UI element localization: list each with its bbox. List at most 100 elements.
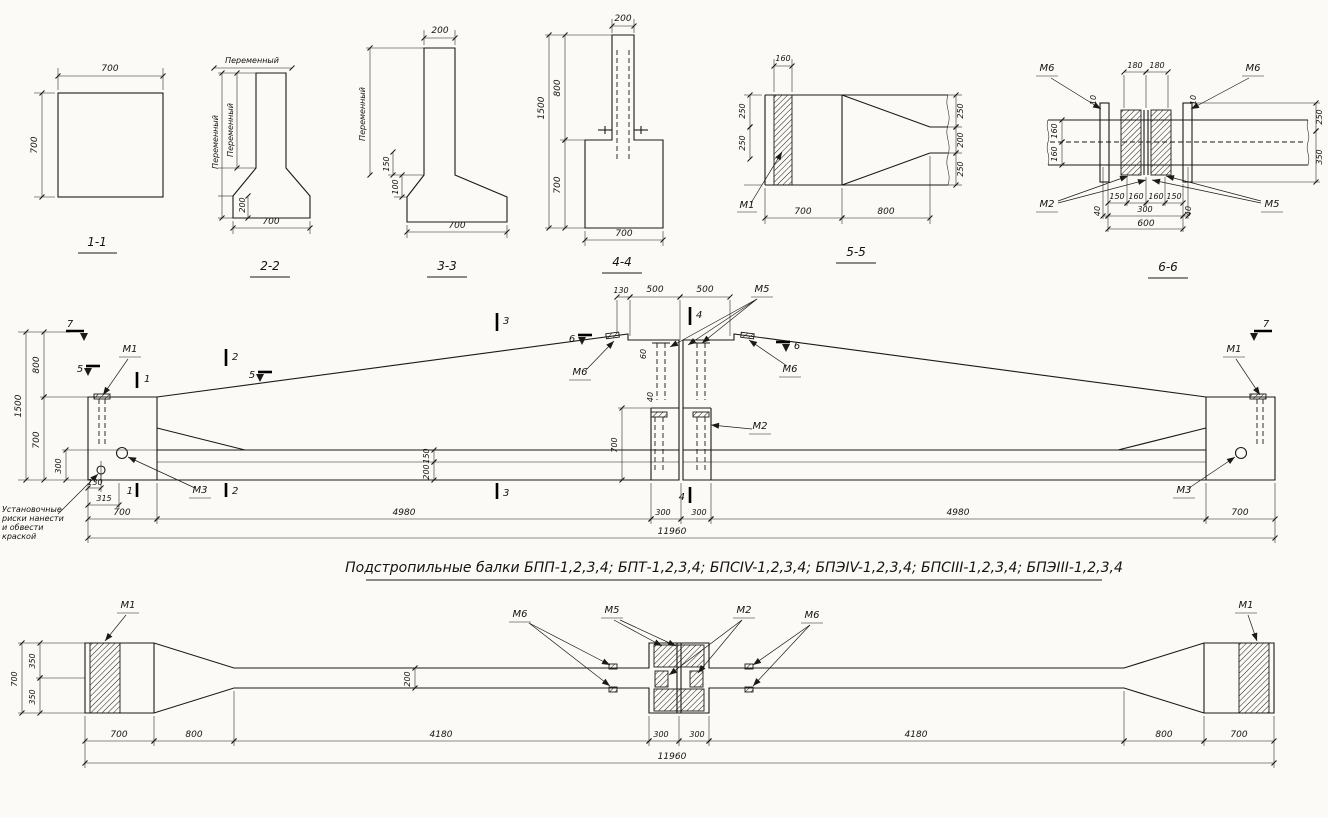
cut-mark-1-top: 1 xyxy=(144,374,150,385)
cut-mark-3-bottom: 3 xyxy=(503,488,509,499)
callout-elev-m5: М5 xyxy=(755,284,770,295)
dim-elev-300b: 300 xyxy=(691,508,706,517)
dim-s66-160d: 160 xyxy=(1148,192,1163,201)
note-line-2: риски нанести xyxy=(1,514,64,523)
dim-s66-40b: 40 xyxy=(1184,206,1193,216)
dim-plan-300b: 300 xyxy=(689,730,704,739)
plan-embed-m6-right-top xyxy=(744,663,754,670)
embed-m3-left xyxy=(115,446,129,460)
dim-s66-160a: 160 xyxy=(1050,123,1059,138)
callout-plan-m6-right: М6 xyxy=(805,610,820,621)
cover-plate-left xyxy=(1120,109,1142,176)
callout-s66-m6-right: М6 xyxy=(1246,63,1261,74)
dim-elev-500b: 500 xyxy=(696,285,713,295)
dim-elev-130: 130 xyxy=(613,286,628,295)
callout-elev-m1-left: М1 xyxy=(123,344,138,355)
plan-view: М1 М6 М5 М2 М6 М1 700 350 350 200 700 80… xyxy=(10,600,1277,768)
section-view-4-4: 200 1500 800 700 700 4-4 xyxy=(537,14,666,274)
dim-elev-700l: 700 xyxy=(113,508,130,518)
dim-s66-150b: 150 xyxy=(1166,192,1181,201)
dim-s33-100: 100 xyxy=(391,179,400,194)
dim-s44-bottom: 700 xyxy=(615,229,632,239)
plan-embed-m6-right-bottom xyxy=(744,686,754,693)
dim-elev-150: 150 xyxy=(422,448,431,463)
callout-elev-m3-right: М3 xyxy=(1177,485,1192,496)
dim-s55-160: 160 xyxy=(775,54,790,63)
dim-elev-4980l: 4980 xyxy=(393,508,416,518)
dim-s22-top-var: Переменный xyxy=(225,56,279,65)
cut-mark-1-bottom: 1 xyxy=(127,486,133,497)
dim-s66-180a: 180 xyxy=(1127,61,1142,70)
section-view-5-5: 160 250 250 250 200 250 М1 700 800 5-5 xyxy=(737,54,965,264)
callout-s55-m1: М1 xyxy=(740,200,755,211)
dim-elev-40: 40 xyxy=(646,392,655,402)
dim-plan-200: 200 xyxy=(403,671,412,686)
embed-m1-left xyxy=(93,393,111,400)
section-view-2-2: Переменный Переменный Переменный 200 700… xyxy=(211,56,313,278)
cut-mark-6b: 6 xyxy=(794,341,800,352)
vertical-plate-left xyxy=(1099,102,1110,183)
cut-mark-7-left: 7 xyxy=(67,319,74,330)
dim-plan-total: 11960 xyxy=(658,752,687,762)
drawing-title-block: Подстропильные балки БПП-1,2,3,4; БПТ-1,… xyxy=(345,560,1123,581)
dim-s33-var: Переменный xyxy=(358,87,367,141)
cover-plate-right xyxy=(1150,109,1172,176)
dim-elev-1500: 1500 xyxy=(14,394,24,417)
section-label-2-2: 2-2 xyxy=(260,259,280,273)
dim-plan-800l: 800 xyxy=(185,730,202,740)
dim-plan-4180r: 4180 xyxy=(905,730,928,740)
dim-elev-300a: 300 xyxy=(655,508,670,517)
dim-s66-160c: 160 xyxy=(1128,192,1143,201)
dim-s44-700: 700 xyxy=(553,176,563,193)
plan-embed-m5-top xyxy=(653,644,705,668)
callout-elev-m3-left: М3 xyxy=(193,485,208,496)
dim-elev-500a: 500 xyxy=(646,285,663,295)
callout-s66-m5: М5 xyxy=(1265,199,1280,210)
section-view-1-1: 700 700 1-1 xyxy=(30,64,166,254)
break-line xyxy=(946,94,950,186)
dim-plan-350a: 350 xyxy=(28,653,37,668)
cut-mark-2-bottom: 2 xyxy=(232,486,238,497)
dim-elev-130b: 130 xyxy=(87,478,102,487)
section-view-3-3: 200 Переменный 150 100 700 3-3 xyxy=(358,26,510,278)
dim-s22-200: 200 xyxy=(238,197,247,212)
dim-plan-700l: 700 xyxy=(110,730,127,740)
dim-s33-bottom: 700 xyxy=(448,221,465,231)
callout-plan-m6-left: М6 xyxy=(513,609,528,620)
dim-s55-700: 700 xyxy=(794,207,811,217)
cut-mark-4-bottom: 4 xyxy=(679,492,685,503)
dim-plan-700: 700 xyxy=(10,671,19,686)
dim-s66-250: 250 xyxy=(1315,109,1324,124)
callout-elev-m6-left: М6 xyxy=(573,367,588,378)
section-label-3-3: 3-3 xyxy=(437,259,457,273)
callout-plan-m5: М5 xyxy=(605,605,620,616)
dim-s66-10a: 10 xyxy=(1089,95,1098,105)
cut-mark-4-top: 4 xyxy=(696,310,702,321)
dim-s66-600: 600 xyxy=(1137,219,1154,229)
plan-embed-m6-left-bottom xyxy=(608,686,618,693)
embed-m2-left xyxy=(650,411,668,418)
embed-m6-left xyxy=(605,331,620,340)
plan-embed-m1-right xyxy=(1238,642,1270,714)
callout-plan-m1-left: М1 xyxy=(121,600,136,611)
plan-embed-m1-left xyxy=(89,642,121,714)
dim-plan-800r: 800 xyxy=(1155,730,1172,740)
embed-m3-right xyxy=(1234,446,1248,460)
plan-embed-bottom xyxy=(653,688,705,712)
dim-elev-c700: 700 xyxy=(610,437,619,452)
dim-s33-top: 200 xyxy=(431,26,448,36)
dim-s11-top: 700 xyxy=(101,64,118,74)
dim-s66-40a: 40 xyxy=(1093,206,1102,216)
note-line-1: Установочные xyxy=(2,505,62,514)
dim-plan-300a: 300 xyxy=(653,730,668,739)
dim-s55-r200: 200 xyxy=(956,132,965,147)
dim-s22-var2: Переменный xyxy=(226,103,235,157)
dim-elev-4980r: 4980 xyxy=(947,508,970,518)
dim-s66-150a: 150 xyxy=(1109,192,1124,201)
embed-plate-m1 xyxy=(773,94,793,186)
section-label-5-5: 5-5 xyxy=(846,245,866,259)
cut-mark-6a: 6 xyxy=(569,334,575,345)
cut-mark-7-right: 7 xyxy=(1263,319,1270,330)
dim-elev-60: 60 xyxy=(639,349,648,359)
